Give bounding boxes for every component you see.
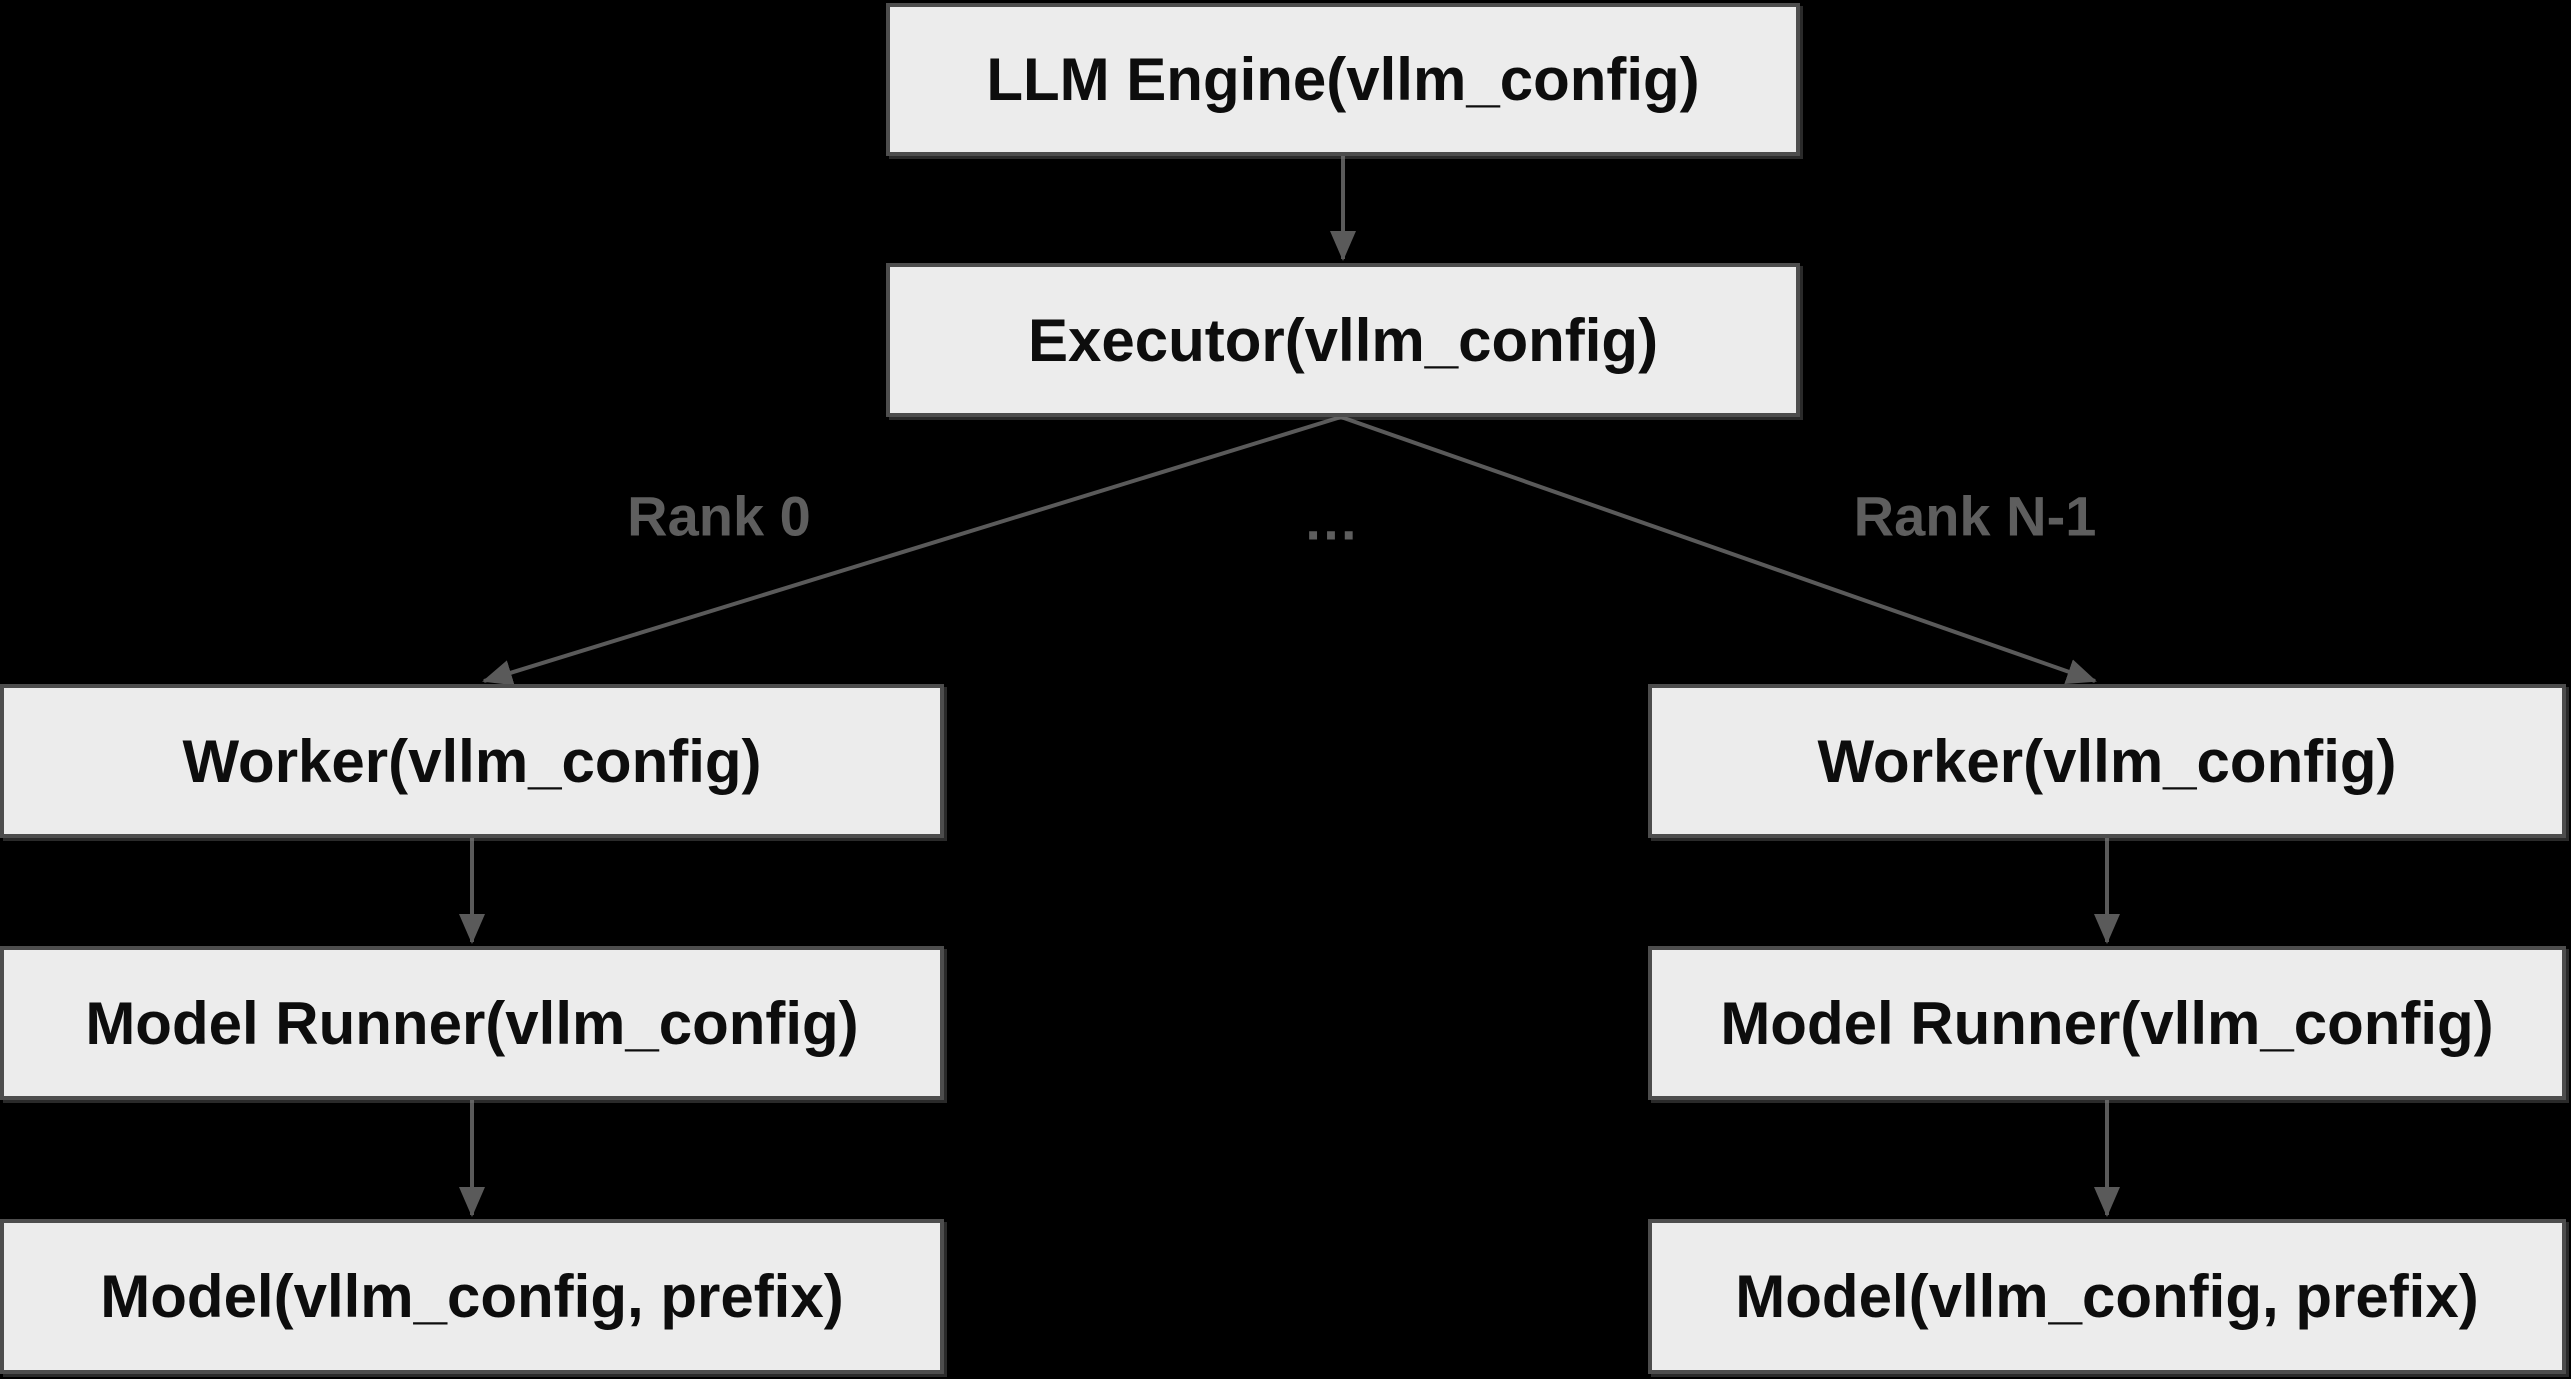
node-worker-rankN: Worker(vllm_config) bbox=[1648, 684, 2566, 838]
edge-label-rank-0: Rank 0 bbox=[627, 484, 811, 548]
node-executor: Executor(vllm_config) bbox=[886, 263, 1800, 417]
edge-label-ellipsis: … bbox=[1303, 488, 1359, 552]
node-model-rankN: Model(vllm_config, prefix) bbox=[1648, 1219, 2566, 1374]
edge-label-rank-n-1: Rank N-1 bbox=[1853, 484, 2097, 548]
node-model-rank0: Model(vllm_config, prefix) bbox=[0, 1219, 944, 1374]
node-llm-engine: LLM Engine(vllm_config) bbox=[886, 3, 1800, 156]
node-worker-rank0: Worker(vllm_config) bbox=[0, 684, 944, 838]
edge-executor-worker0 bbox=[482, 415, 1342, 686]
edge-executor-workerN bbox=[1340, 415, 2097, 685]
node-model-runner-rank0: Model Runner(vllm_config) bbox=[0, 946, 944, 1100]
node-model-runner-rankN: Model Runner(vllm_config) bbox=[1648, 946, 2566, 1100]
